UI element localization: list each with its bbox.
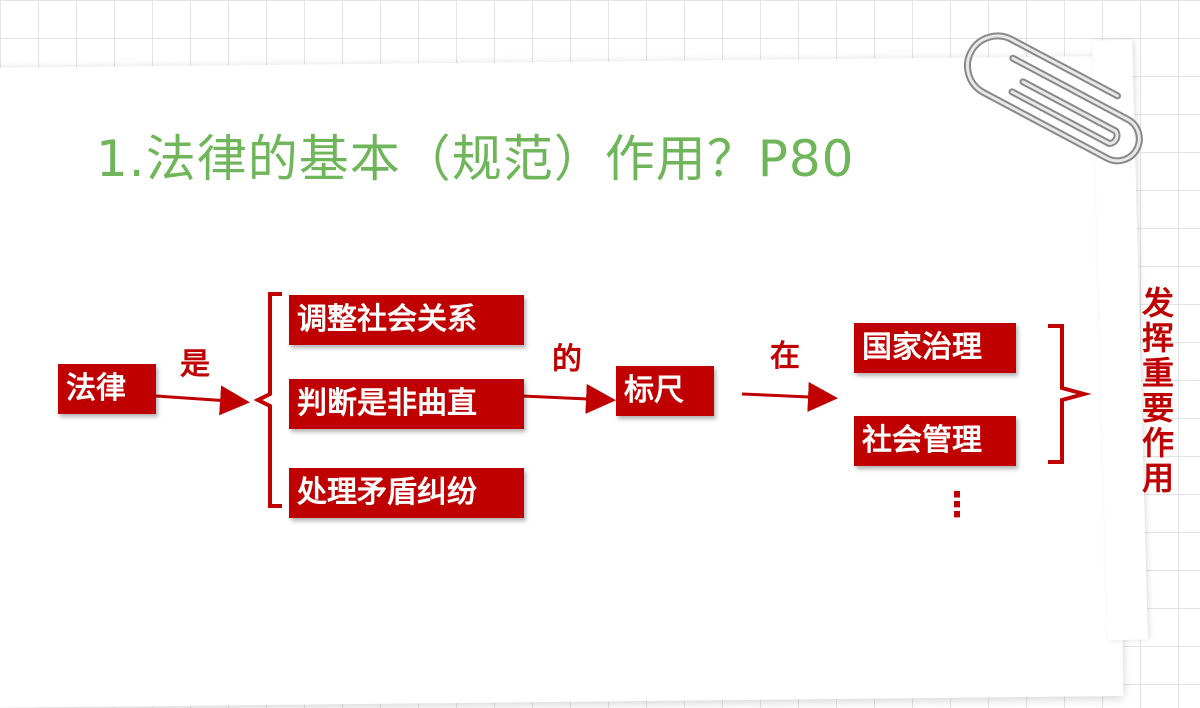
ellipsis-dots: ⋮ xyxy=(940,485,974,525)
connector-is: 是 xyxy=(180,347,210,382)
arrow-items-to-standard xyxy=(521,383,616,414)
arrow-subject-to-items xyxy=(155,385,250,416)
item-box-1: 调整社会关系 xyxy=(289,295,524,345)
subject-box: 法律 xyxy=(58,364,156,414)
paperclip-icon xyxy=(964,32,1143,165)
right-brace-icon xyxy=(1048,324,1092,464)
item-box-3: 处理矛盾纠纷 xyxy=(289,468,524,518)
diagram-lines xyxy=(155,292,1092,508)
result-vertical-text: 发挥重要作用 xyxy=(1141,284,1174,497)
connector-of: 的 xyxy=(552,342,582,377)
left-brace-icon xyxy=(253,292,282,508)
page-title: 1.法律的基本（规范）作用？P80 xyxy=(96,130,855,188)
connector-in: 在 xyxy=(770,339,800,374)
arrow-standard-to-fields xyxy=(741,381,838,412)
standard-box: 标尺 xyxy=(616,366,714,416)
field-box-2: 社会管理 xyxy=(854,416,1016,466)
field-box-1: 国家治理 xyxy=(854,323,1016,373)
item-box-2: 判断是非曲直 xyxy=(289,379,524,429)
